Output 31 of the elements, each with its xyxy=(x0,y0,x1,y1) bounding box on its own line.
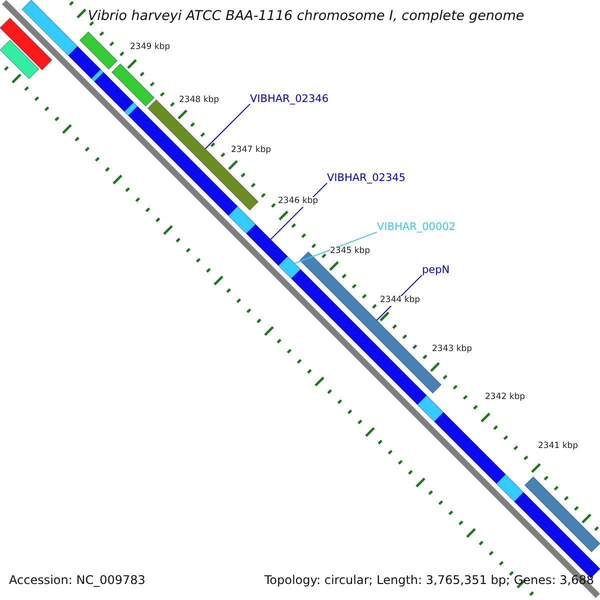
scale-label: 2347 kbp xyxy=(231,146,272,156)
accession-text: Accession: NC_009783 xyxy=(9,574,146,588)
gene-label: pepN xyxy=(422,264,450,276)
scale-label: 2345 kbp xyxy=(330,247,370,257)
gene-label: VIBHAR_02345 xyxy=(327,172,406,184)
gene-bar xyxy=(68,46,102,80)
gene-bar xyxy=(0,18,52,70)
gene-bar xyxy=(94,72,134,112)
gene-bar xyxy=(111,63,155,107)
gene-bar xyxy=(434,412,506,484)
leader-line xyxy=(204,104,250,150)
title: Vibrio harveyi ATCC BAA-1116 chromosome I, complete genome xyxy=(86,9,526,25)
scale-label: 2344 kbp xyxy=(380,296,420,306)
gene-bar xyxy=(79,31,118,70)
gene-label: VIBHAR_00002 xyxy=(377,221,456,234)
scale-label: 2341 kbp xyxy=(538,442,578,452)
gene-bar xyxy=(228,206,256,234)
gene-bar xyxy=(0,40,40,80)
gene-bar xyxy=(524,476,600,552)
scale-label: 2343 kbp xyxy=(432,345,472,355)
gene-bar xyxy=(278,256,302,280)
scale-label: 2349 kbp xyxy=(130,43,170,53)
genome-summary: Topology: circular; Length: 3,765,351 bp; Genes: 3,688 xyxy=(264,574,594,588)
gene-bar xyxy=(22,0,78,56)
scale-label: 2346 kbp xyxy=(278,197,318,207)
gene-label: VIBHAR_02346 xyxy=(250,93,329,106)
scale-label: 2348 kbp xyxy=(179,96,220,106)
scale-label: 2342 kbp xyxy=(485,393,526,403)
gene-bar xyxy=(496,474,524,502)
gene-bar xyxy=(124,102,138,116)
gene-bar xyxy=(246,224,288,266)
